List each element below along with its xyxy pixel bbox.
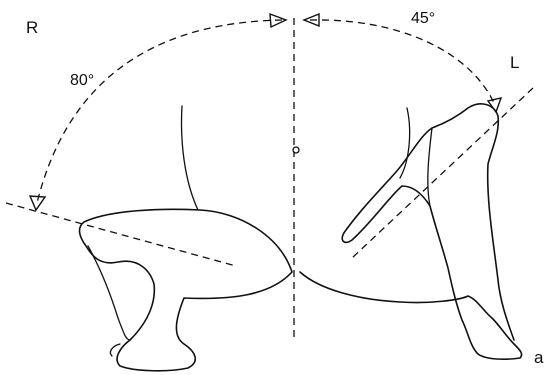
angle-label-right: 80° — [70, 72, 94, 89]
right-leg-outline — [80, 209, 292, 370]
left-angle-arc — [310, 20, 494, 103]
angle-label-left: 45° — [411, 10, 435, 27]
left-torso-flank — [400, 108, 410, 178]
right-calf-inner — [88, 246, 130, 340]
right-angle-arc — [37, 20, 282, 203]
left-thigh-inner — [428, 128, 432, 206]
side-label-left: L — [510, 53, 519, 72]
center-marker — [293, 147, 299, 153]
left-thigh-axis — [352, 88, 533, 258]
side-label-right: R — [26, 18, 38, 37]
right-arc-arrowhead-bottom — [30, 196, 45, 210]
panel-label: a — [534, 348, 544, 367]
left-leg-outline — [300, 104, 522, 359]
right-torso-flank — [182, 106, 198, 210]
